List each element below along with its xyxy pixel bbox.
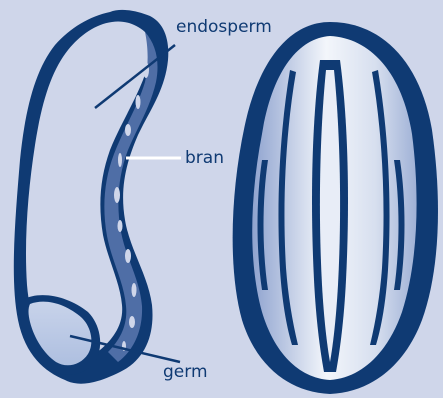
- kernel-exterior: [233, 22, 438, 394]
- bran-label: bran: [185, 150, 224, 167]
- germ-label: germ: [163, 364, 208, 381]
- endosperm-label: endosperm: [176, 19, 272, 36]
- kernel-cross-section: [14, 10, 169, 384]
